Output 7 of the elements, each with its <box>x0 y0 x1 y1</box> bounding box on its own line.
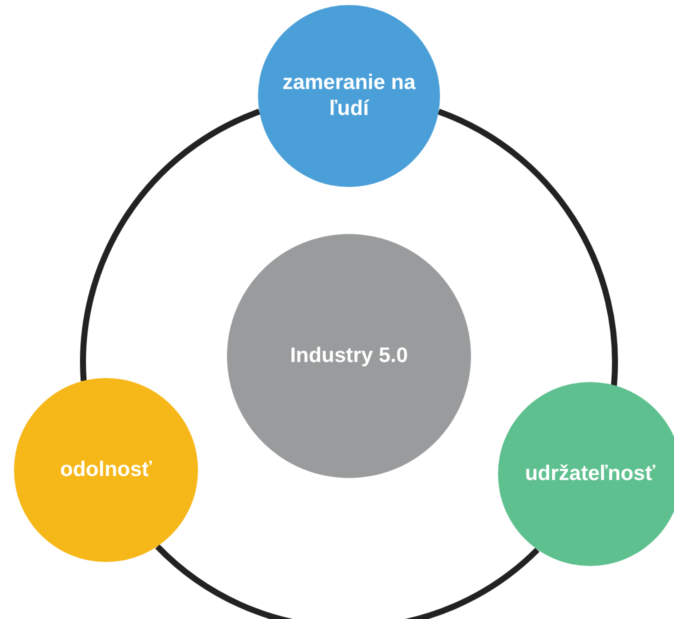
ring-arc <box>80 108 261 381</box>
node-label: Industry 5.0 <box>290 342 408 369</box>
ring-arc <box>155 544 540 619</box>
node-label: zameranie na ľudí <box>281 70 417 122</box>
node-label: udržateľnosť <box>524 461 656 488</box>
ring-arc <box>437 108 618 386</box>
node-label: odolnosť <box>60 457 152 484</box>
